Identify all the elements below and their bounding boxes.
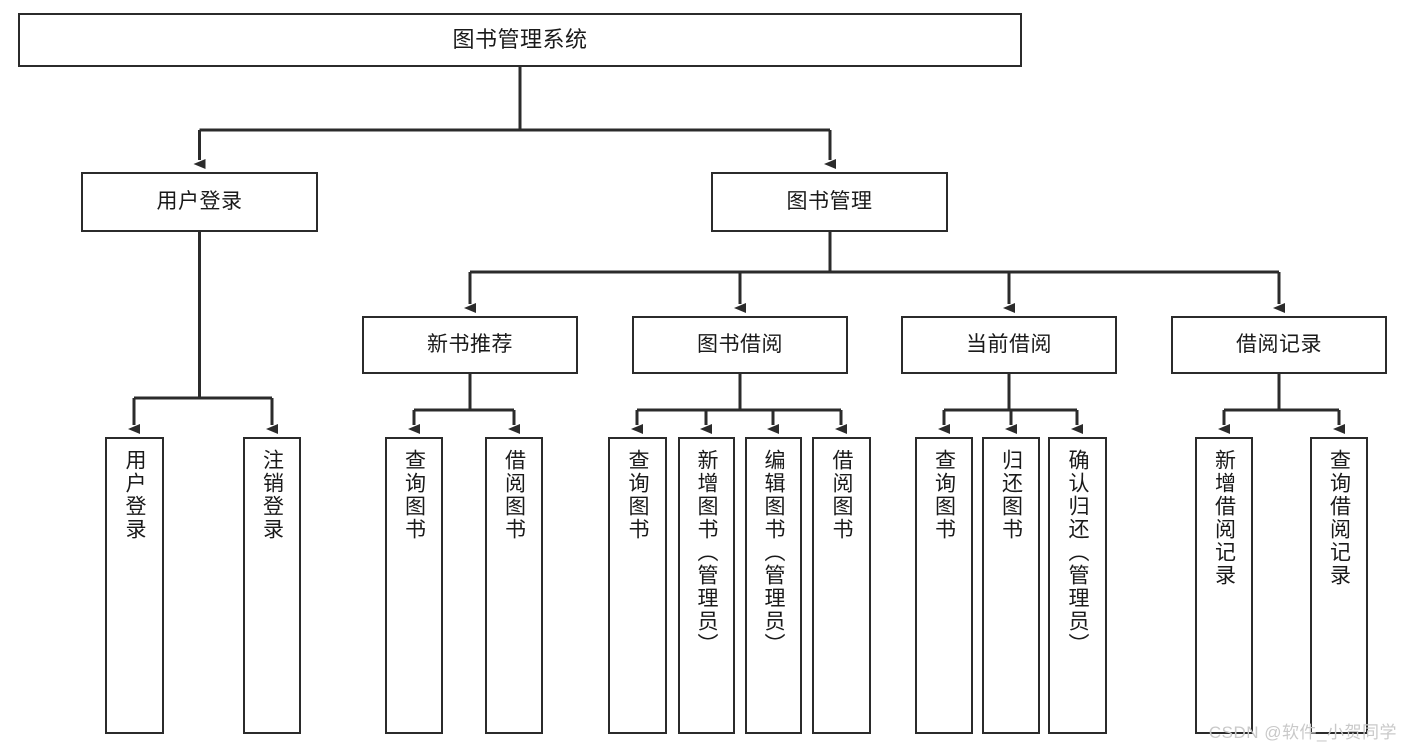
node-leaf-query-book-nb[interactable]: 查询图书 bbox=[385, 437, 443, 734]
node-leaf-return-book[interactable]: 归还图书 bbox=[982, 437, 1040, 734]
node-leaf-query-book-bb-label: 查询图书 bbox=[626, 449, 649, 541]
node-new-book-recommend-label: 新书推荐 bbox=[427, 332, 513, 356]
node-leaf-query-book-cb[interactable]: 查询图书 bbox=[915, 437, 973, 734]
node-book-borrow-label: 图书借阅 bbox=[697, 332, 783, 356]
node-leaf-add-borrow-record[interactable]: 新增借阅记录 bbox=[1195, 437, 1253, 734]
node-leaf-edit-book-admin-label: 编辑图书（管理员） bbox=[762, 449, 785, 656]
node-leaf-confirm-return-label: 确认归还（管理员） bbox=[1066, 449, 1089, 656]
node-leaf-query-book-bb[interactable]: 查询图书 bbox=[608, 437, 667, 734]
node-leaf-query-borrow-record-label: 查询借阅记录 bbox=[1327, 449, 1351, 587]
node-leaf-user-login-label: 用户登录 bbox=[123, 449, 146, 541]
node-current-borrow-label: 当前借阅 bbox=[966, 332, 1052, 356]
node-leaf-add-book-admin[interactable]: 新增图书（管理员） bbox=[678, 437, 735, 734]
node-leaf-add-book-admin-label: 新增图书（管理员） bbox=[695, 449, 718, 656]
node-leaf-borrow-book-nb-label: 借阅图书 bbox=[502, 449, 526, 541]
node-leaf-borrow-book-bb[interactable]: 借阅图书 bbox=[812, 437, 871, 734]
node-leaf-query-book-cb-label: 查询图书 bbox=[932, 449, 956, 541]
node-root[interactable]: 图书管理系统 bbox=[18, 13, 1022, 67]
node-leaf-query-book-nb-label: 查询图书 bbox=[402, 449, 426, 541]
node-book-borrow[interactable]: 图书借阅 bbox=[632, 316, 848, 374]
node-leaf-edit-book-admin[interactable]: 编辑图书（管理员） bbox=[745, 437, 802, 734]
node-user-login-label: 用户登录 bbox=[156, 189, 243, 213]
watermark: CSDN @软件_小贺同学 bbox=[1208, 723, 1397, 742]
node-borrow-record-label: 借阅记录 bbox=[1236, 332, 1322, 356]
node-user-login[interactable]: 用户登录 bbox=[81, 172, 318, 232]
node-leaf-borrow-book-bb-label: 借阅图书 bbox=[830, 449, 853, 541]
node-root-label: 图书管理系统 bbox=[452, 27, 588, 53]
node-leaf-confirm-return[interactable]: 确认归还（管理员） bbox=[1048, 437, 1107, 734]
node-borrow-record[interactable]: 借阅记录 bbox=[1171, 316, 1387, 374]
node-new-book-recommend[interactable]: 新书推荐 bbox=[362, 316, 578, 374]
node-book-manage-label: 图书管理 bbox=[786, 189, 873, 213]
node-leaf-user-login[interactable]: 用户登录 bbox=[105, 437, 164, 734]
node-current-borrow[interactable]: 当前借阅 bbox=[901, 316, 1117, 374]
node-leaf-logout[interactable]: 注销登录 bbox=[243, 437, 301, 734]
node-book-manage[interactable]: 图书管理 bbox=[711, 172, 948, 232]
node-leaf-borrow-book-nb[interactable]: 借阅图书 bbox=[485, 437, 543, 734]
node-leaf-query-borrow-record[interactable]: 查询借阅记录 bbox=[1310, 437, 1368, 734]
node-leaf-add-borrow-record-label: 新增借阅记录 bbox=[1212, 449, 1236, 587]
node-leaf-return-book-label: 归还图书 bbox=[999, 449, 1023, 541]
node-leaf-logout-label: 注销登录 bbox=[260, 449, 284, 541]
